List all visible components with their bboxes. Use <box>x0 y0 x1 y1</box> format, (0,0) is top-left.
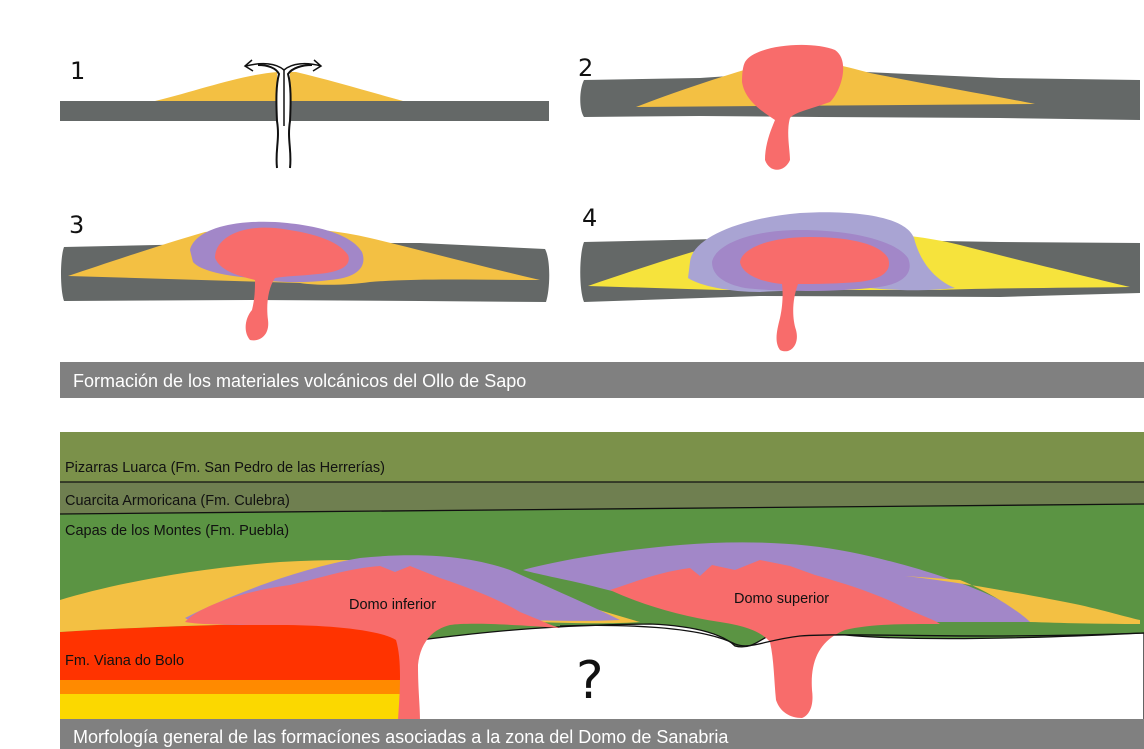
label-domo-inferior: Domo inferior <box>349 597 436 613</box>
layer-viana-orange <box>60 680 400 694</box>
panel-1: 1 <box>60 57 549 169</box>
panel-3-magma <box>215 227 349 341</box>
caption-bottom-text: Morfología general de las formacíones as… <box>73 727 729 747</box>
panel-4-number: 4 <box>582 204 597 232</box>
dome-inferior-magma <box>185 566 560 720</box>
caption-bar-top: Formación de los materiales volcánicos d… <box>60 362 1144 398</box>
contact-line <box>559 624 1144 647</box>
panel-4-magma <box>740 237 890 352</box>
arrow-right-icon <box>283 59 323 72</box>
caption-top-text: Formación de los materiales volcánicos d… <box>73 371 526 391</box>
boundary-line-lower <box>59 503 1144 515</box>
panel-1-bedrock <box>60 101 549 121</box>
panel-1-conduit-wall-left <box>257 64 281 169</box>
label-domo-superior: Domo superior <box>734 591 829 607</box>
arrow-left-icon <box>243 59 285 72</box>
panel-3: 3 <box>61 211 550 341</box>
label-cuarcita: Cuarcita Armoricana (Fm. Culebra) <box>65 493 290 509</box>
panel-1-number: 1 <box>70 57 85 85</box>
panel-4: 4 <box>580 204 1140 352</box>
cross-section: Pizarras Luarca (Fm. San Pedro de las He… <box>59 432 1144 721</box>
tuff-right <box>905 576 1140 624</box>
layer-pizarras <box>60 432 1144 484</box>
layer-viana-yellow <box>60 694 400 720</box>
caption-bar-bottom: Morfología general de las formacíones as… <box>60 719 1144 749</box>
panel-1-conduit-wall-right <box>286 64 313 169</box>
label-viana: Fm. Viana do Bolo <box>65 653 184 669</box>
panel-2-magma <box>742 44 844 170</box>
panel-2: 2 <box>578 44 1140 170</box>
panel-2-number: 2 <box>578 54 593 82</box>
panel-3-number: 3 <box>69 211 84 239</box>
dome-superior-magma <box>610 560 940 718</box>
label-pizarras: Pizarras Luarca (Fm. San Pedro de las He… <box>65 460 385 476</box>
label-capas: Capas de los Montes (Fm. Puebla) <box>65 523 289 539</box>
question-mark: ? <box>576 651 604 711</box>
